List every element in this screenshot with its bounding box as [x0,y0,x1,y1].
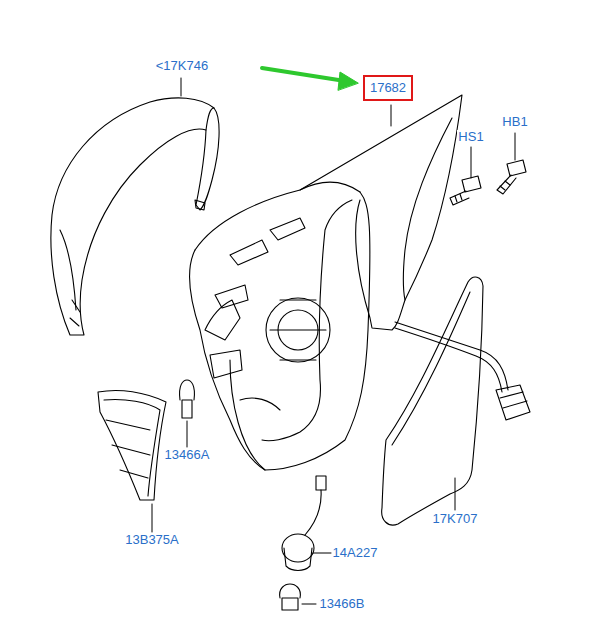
glass-edge [392,292,470,445]
mirror-glass [382,277,483,525]
callout-number: 17682 [370,81,406,95]
callout-number: 13B375A [124,533,180,547]
bulb-socket [282,476,326,571]
bulb [180,380,195,418]
pointer-arrow [262,68,358,90]
bolt [497,160,526,194]
callout-number: 17K707 [432,512,479,526]
leader-line [152,78,515,604]
callout-number: 14A227 [332,546,379,560]
callout-number: 13466A [164,448,211,462]
highlight-box: 17682 [363,75,413,101]
callout-number: 13466B [319,597,366,611]
bulb [280,584,301,610]
mirror-housing [190,95,462,470]
mirror-cover [51,98,219,335]
screw [450,176,481,205]
wiring-harness [395,322,530,420]
callout-number: <17K746 [155,59,209,73]
callout-number: HS1 [457,130,484,144]
turn-signal-lamp [98,390,166,500]
callout-number: HB1 [501,115,528,129]
